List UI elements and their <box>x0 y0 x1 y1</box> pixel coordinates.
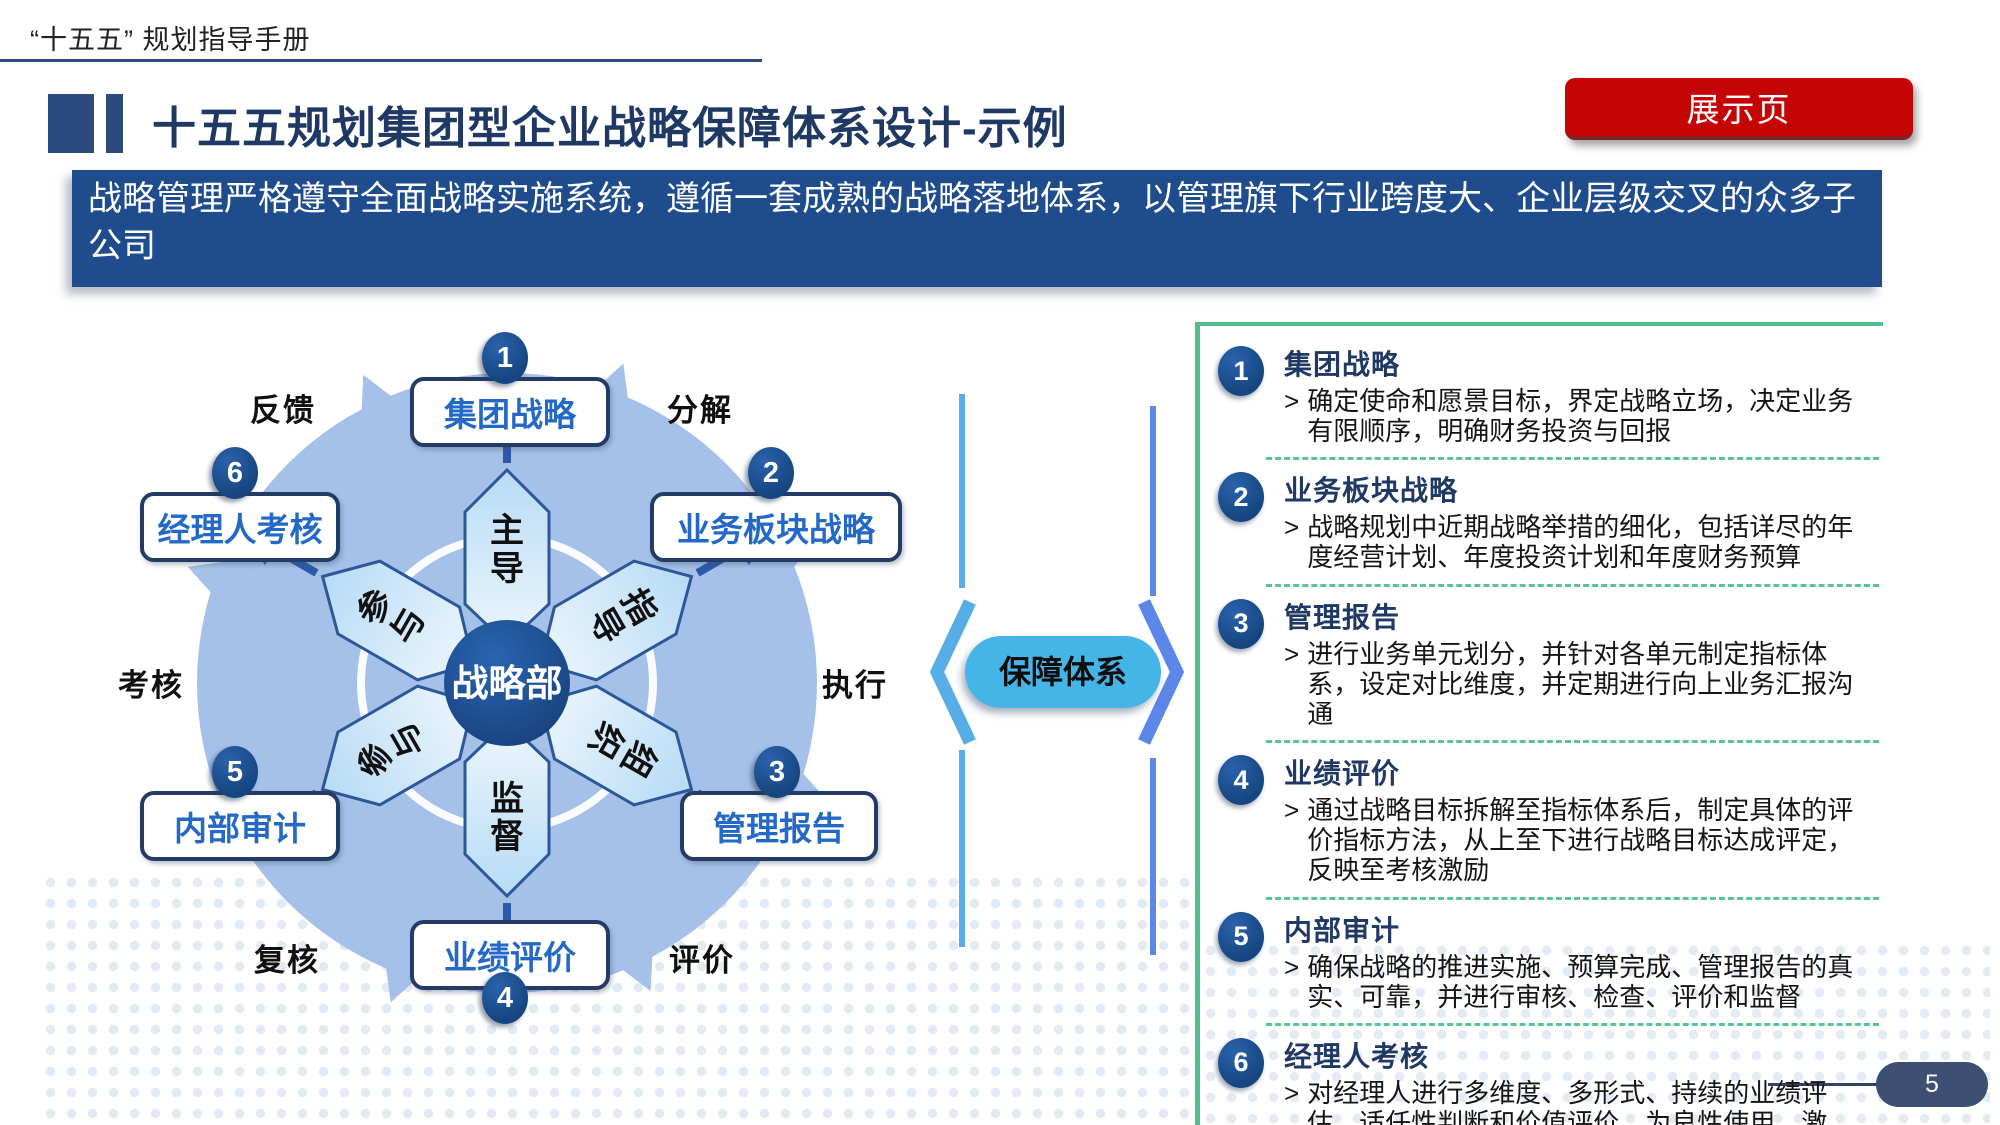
panel-item-desc-text: 对经理人进行多维度、多形式、持续的业绩评估、适任性判断和价值评价，为良性使用、激… <box>1307 1077 1828 1125</box>
panel-item-title: 集团战略 <box>1284 349 1401 380</box>
node-group-strategy: 集团战略 <box>410 377 610 447</box>
panel-item-title: 业务板块战略 <box>1284 475 1459 507</box>
node-badge-2: 2 <box>748 447 794 499</box>
panel-item-management-report: 3 管理报告 > 进行业务单元划分，并针对各单元制定指标体系，设定对比维度，并定… <box>1200 587 1883 740</box>
svg-text:主: 主 <box>490 512 524 550</box>
bullet-chevron: > <box>1284 386 1300 416</box>
node-badge-5: 5 <box>212 746 258 798</box>
panel-item-desc-text: 通过战略目标拆解至指标体系后，制定具体的评价指标方法，从上至下进行战略目标达成评… <box>1307 795 1854 886</box>
page-number-line <box>1768 1083 1880 1086</box>
panel-badge-4: 4 <box>1218 755 1264 806</box>
guarantee-items-panel: 1 集团战略 > 确定使命和愿景目标，界定战略立场，决定业务有限顺序，明确财务投… <box>1195 322 1883 1125</box>
guarantee-pill-label: 保障体系 <box>999 654 1127 690</box>
panel-item-desc: > 战略规划中近期战略举措的细化，包括详尽的年度经营计划、年度投资计划和年度财务… <box>1284 512 1873 572</box>
title-square-icon <box>48 94 94 153</box>
panel-item-manager-assessment: 6 经理人考核 > 对经理人进行多维度、多形式、持续的业绩评估、适任性判断和价值… <box>1200 1026 1883 1125</box>
edge-label-review: 复核 <box>254 943 320 978</box>
panel-item-desc-text: 进行业务单元划分，并针对各单元制定指标体系，设定对比维度，并定期进行向上业务汇报… <box>1307 638 1854 729</box>
panel-badge-5: 5 <box>1218 911 1264 962</box>
bullet-chevron: > <box>1284 638 1300 669</box>
bullet-chevron: > <box>1284 512 1300 543</box>
node-management-report: 管理报告 <box>680 791 878 861</box>
center-label: 战略部 <box>452 663 563 704</box>
panel-item-desc: > 通过战略目标拆解至指标体系后，制定具体的评价指标方法，从上至下进行战略目标达… <box>1284 795 1873 885</box>
dashed-divider <box>1266 896 1879 900</box>
svg-text:监: 监 <box>490 780 524 818</box>
edge-label-assess: 考核 <box>118 668 184 703</box>
panel-item-title: 经理人考核 <box>1284 1040 1430 1072</box>
bullet-chevron: > <box>1284 795 1300 826</box>
display-page-button[interactable]: 展示页 <box>1565 78 1913 140</box>
panel-badge-3: 3 <box>1218 598 1264 649</box>
panel-item-title: 业绩评价 <box>1284 758 1401 790</box>
dashed-divider <box>1266 583 1879 587</box>
page-title: 十五五规划集团型企业战略保障体系设计-示例 <box>152 104 1068 153</box>
panel-item-desc: > 对经理人进行多维度、多形式、持续的业绩评估、适任性判断和价值评价，为良性使用… <box>1284 1078 1873 1125</box>
header-rule <box>0 59 762 62</box>
panel-item-title: 内部审计 <box>1284 914 1401 946</box>
page-number: 5 <box>1876 1062 1988 1107</box>
panel-item-desc: > 进行业务单元划分，并针对各单元制定指标体系，设定对比维度，并定期进行向上业务… <box>1284 639 1873 729</box>
dashed-divider <box>1266 457 1879 461</box>
manual-label: “十五五” 规划指导手册 <box>30 25 311 55</box>
node-badge-4: 4 <box>482 972 528 1024</box>
panel-item-desc: > 确定使命和愿景目标，界定战略立场，决定业务有限顺序，明确财务投资与回报 <box>1284 386 1873 446</box>
node-badge-3: 3 <box>754 746 800 798</box>
panel-item-internal-audit: 5 内部审计 > 确保战略的推进实施、预算完成、管理报告的真实、可靠，并进行审核… <box>1200 900 1883 1023</box>
panel-item-business-strategy: 2 业务板块战略 > 战略规划中近期战略举措的细化，包括详尽的年度经营计划、年度… <box>1200 460 1883 583</box>
panel-item-desc-text: 战略规划中近期战略举措的细化，包括详尽的年度经营计划、年度投资计划和年度财务预算 <box>1307 512 1854 573</box>
guarantee-pill <box>965 636 1161 708</box>
panel-item-performance-eval: 4 业绩评价 > 通过战略目标拆解至指标体系后，制定具体的评价指标方法，从上至下… <box>1200 743 1883 896</box>
node-badge-6: 6 <box>212 447 258 499</box>
node-business-strategy: 业务板块战略 <box>650 492 902 562</box>
panel-badge-1: 1 <box>1218 346 1264 396</box>
bullet-chevron: > <box>1284 1077 1300 1108</box>
panel-item-desc-text: 确定使命和愿景目标，界定战略立场，决定业务有限顺序，明确财务投资与回报 <box>1307 386 1854 447</box>
chevron-left-icon <box>929 599 976 745</box>
edge-label-feedback: 反馈 <box>250 393 316 428</box>
svg-text:导: 导 <box>490 550 524 588</box>
summary-banner: 战略管理严格遵守全面战略实施系统，遵循一套成熟的战略落地体系，以管理旗下行业跨度… <box>72 170 1882 287</box>
node-manager-assessment: 经理人考核 <box>140 492 340 562</box>
panel-badge-2: 2 <box>1218 472 1264 523</box>
center-circle <box>444 620 570 746</box>
panel-item-desc-text: 确保战略的推进实施、预算完成、管理报告的真实、可靠，并进行审核、检查、评价和监督 <box>1307 951 1854 1012</box>
node-badge-1: 1 <box>482 332 528 384</box>
node-internal-audit: 内部审计 <box>140 791 340 861</box>
bullet-chevron: > <box>1284 951 1300 982</box>
panel-item-title: 管理报告 <box>1284 601 1401 633</box>
chevron-right-icon <box>1138 599 1185 745</box>
panel-badge-6: 6 <box>1218 1037 1264 1088</box>
dashed-divider <box>1266 740 1879 744</box>
title-bar-icon <box>106 94 123 153</box>
panel-item-desc: > 确保战略的推进实施、预算完成、管理报告的真实、可靠，并进行审核、检查、评价和… <box>1284 952 1873 1012</box>
role-petals <box>320 467 694 899</box>
edge-label-execute: 执行 <box>822 668 888 703</box>
svg-text:督: 督 <box>490 818 524 856</box>
edge-label-decompose: 分解 <box>667 393 733 428</box>
edge-label-evaluate: 评价 <box>669 943 735 978</box>
guarantee-connector: 保障体系 <box>929 394 1185 955</box>
panel-item-group-strategy: 1 集团战略 > 确定使命和愿景目标，界定战略立场，决定业务有限顺序，明确财务投… <box>1200 334 1883 457</box>
